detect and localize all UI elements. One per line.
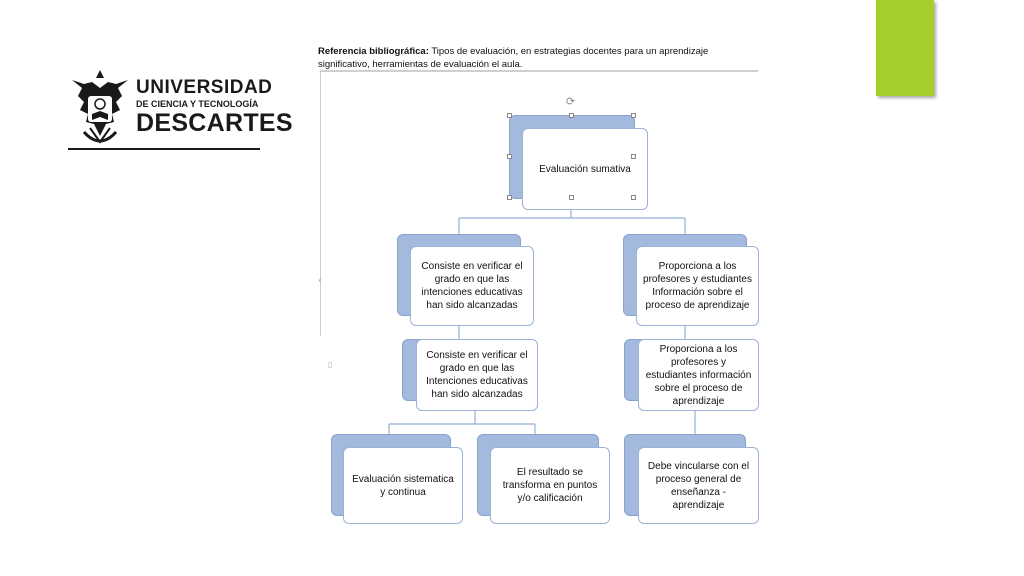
right-node-3-label: Debe vincularse con el proceso general d…	[647, 460, 750, 511]
selection-handle[interactable]	[631, 195, 636, 200]
selection-handle[interactable]	[507, 195, 512, 200]
bibliographic-reference: Referencia bibliográfica: Tipos de evalu…	[318, 45, 758, 71]
paste-options-icon[interactable]: ▯	[328, 360, 333, 369]
accent-bar	[876, 0, 934, 96]
logo-rule	[68, 148, 260, 150]
rotate-handle-icon[interactable]: ⟳	[566, 95, 576, 108]
document-frame-top	[320, 70, 758, 72]
selection-handle[interactable]	[507, 113, 512, 118]
selection-handle[interactable]	[569, 195, 574, 200]
collapse-arrow-icon[interactable]: ‹	[318, 276, 322, 286]
left-node-1[interactable]: Consiste en verificar el grado en que la…	[410, 246, 534, 326]
reference-label: Referencia bibliográfica:	[318, 46, 429, 57]
left-child-b[interactable]: El resultado se transforma en puntos y/o…	[490, 447, 610, 524]
logo-line-2: DE CIENCIA Y TECNOLOGÍA	[136, 99, 259, 109]
document-frame-left	[320, 72, 321, 336]
left-node-2-label: Consiste en verificar el grado en que la…	[426, 350, 528, 400]
left-child-a[interactable]: Evaluación sistematica y continua	[343, 447, 463, 524]
left-node-1-label: Consiste en verificar el grado en que la…	[421, 261, 523, 311]
logo-line-1: UNIVERSIDAD	[136, 77, 273, 98]
root-node[interactable]: Evaluación sumativa	[522, 128, 648, 210]
selection-handle[interactable]	[507, 154, 512, 159]
selection-handle[interactable]	[569, 113, 574, 118]
left-child-b-label: El resultado se transforma en puntos y/o…	[502, 467, 598, 504]
right-node-3[interactable]: Debe vincularse con el proceso general d…	[638, 447, 759, 524]
selection-handle[interactable]	[631, 113, 636, 118]
eagle-crest-icon	[72, 70, 128, 144]
right-node-1[interactable]: Proporciona a los profesores y estudiant…	[636, 246, 759, 326]
right-node-2[interactable]: Proporciona a los profesores y estudiant…	[638, 339, 759, 411]
left-node-2[interactable]: Consiste en verificar el grado en que la…	[416, 339, 538, 411]
right-node-1-label: Proporciona a los profesores y estudiant…	[643, 261, 752, 311]
selection-handle[interactable]	[631, 154, 636, 159]
right-node-2-label: Proporciona a los profesores y estudiant…	[645, 343, 752, 407]
root-node-label: Evaluación sumativa	[539, 163, 631, 175]
reference-text: Tipos de evaluación, en estrategias doce…	[318, 46, 709, 70]
left-child-a-label: Evaluación sistematica y continua	[352, 473, 454, 498]
